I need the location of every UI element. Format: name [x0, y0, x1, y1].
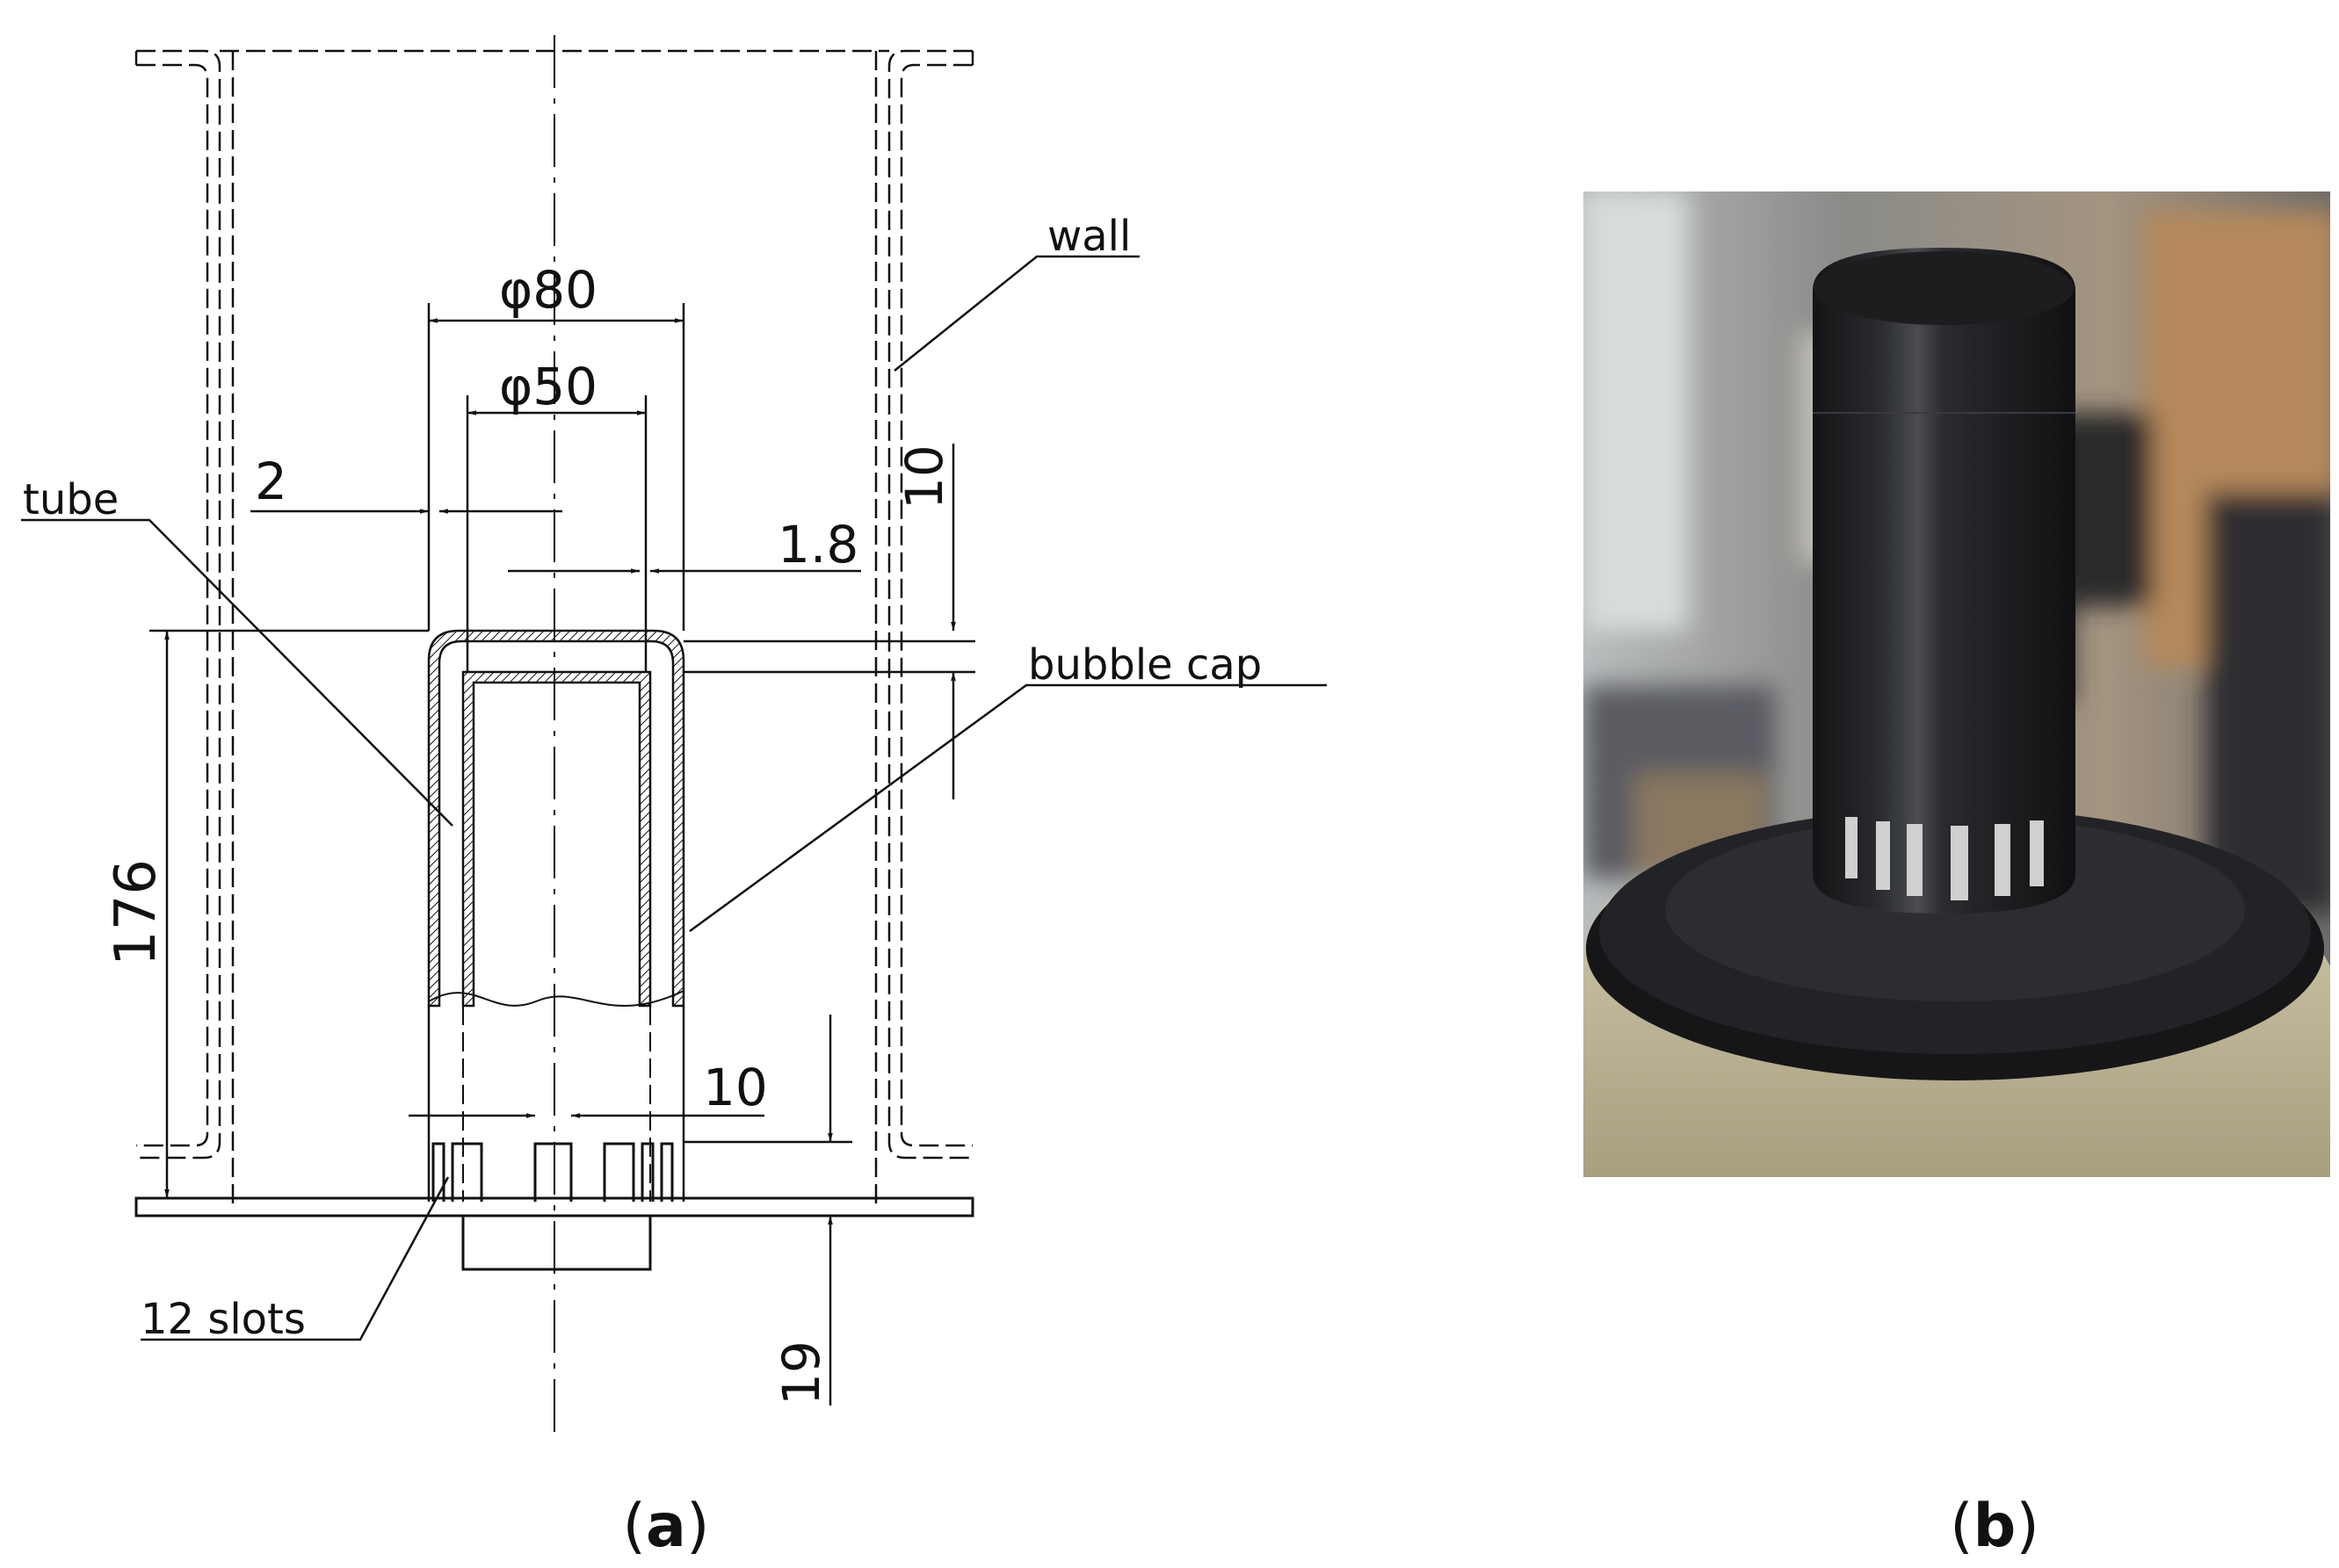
bubble-cap-cylinder	[1813, 248, 2075, 914]
dim-text-176: 176	[104, 859, 169, 966]
bubble-cap	[427, 629, 685, 1202]
caption-a: (a)	[623, 1492, 710, 1561]
cap-slots	[431, 1142, 674, 1202]
panel-b-photo	[1583, 191, 2330, 1177]
dim-text-1-8: 1.8	[778, 515, 858, 574]
break-line	[428, 990, 684, 1007]
panel-a-labels: wall tube bubble cap 12 slots φ80 φ50 2 …	[23, 212, 1262, 1405]
dimension-176	[149, 629, 429, 1198]
dim-text-phi80: φ80	[499, 260, 597, 320]
tube-outlet	[461, 1216, 652, 1271]
label-wall: wall	[1047, 212, 1131, 261]
label-bubble-cap: bubble cap	[1028, 640, 1262, 690]
dimension-10-slot	[409, 1113, 852, 1144]
riser-tube	[461, 670, 652, 1202]
label-12-slots: 12 slots	[141, 1295, 306, 1344]
caption-b: (b)	[1950, 1492, 2039, 1561]
dim-text-2: 2	[255, 452, 287, 511]
dim-text-10-top: 10	[894, 444, 954, 509]
dimension-10-top	[684, 444, 975, 799]
dim-text-phi50: φ50	[499, 357, 597, 416]
photo-slots	[1845, 817, 2044, 900]
dimension-phi80	[427, 303, 685, 631]
dim-text-19: 19	[771, 1340, 831, 1405]
label-tube: tube	[23, 475, 119, 524]
leader-lines	[21, 255, 1327, 1341]
panel-a-drawing	[21, 35, 1327, 1441]
dimension-phi50	[466, 395, 648, 672]
dim-text-10-slot: 10	[703, 1058, 768, 1117]
tray-plate	[134, 1196, 974, 1218]
